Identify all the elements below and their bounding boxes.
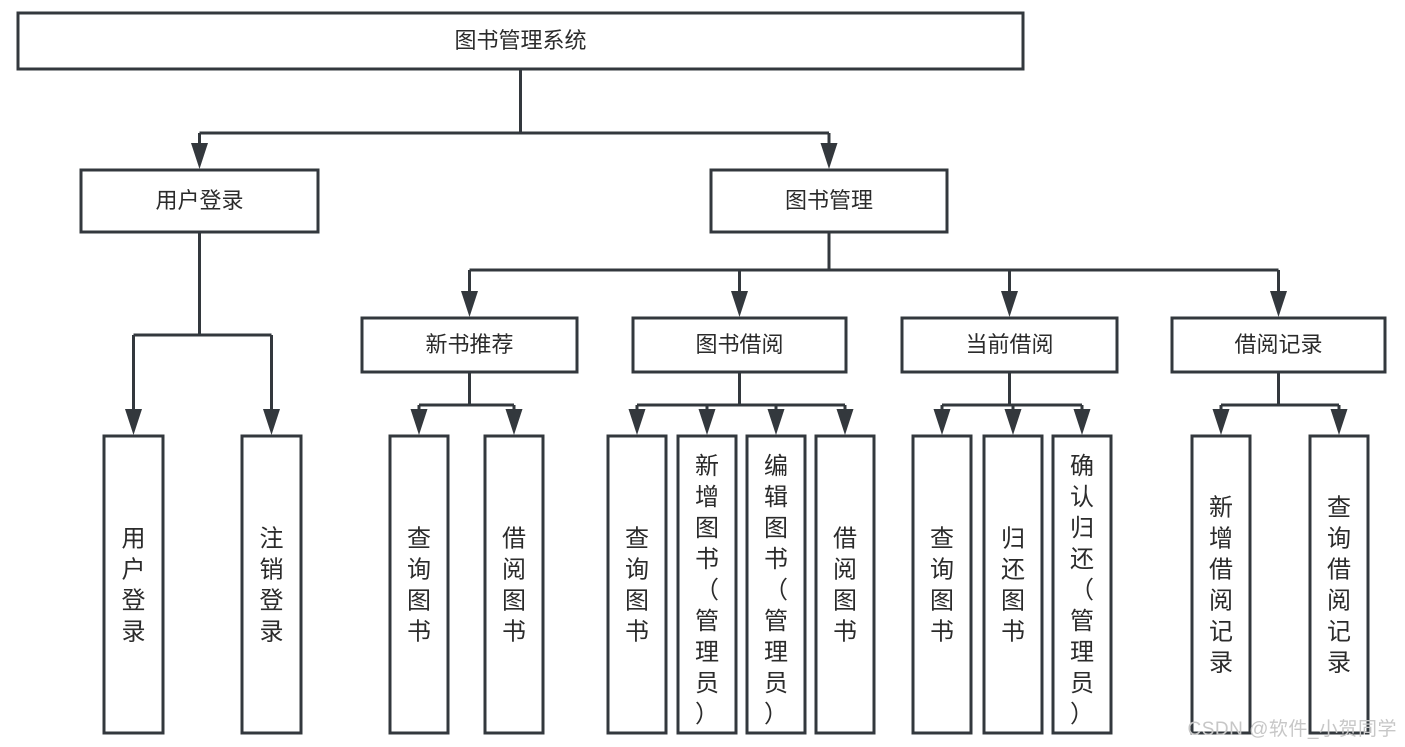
node-leaf-query-book-3[interactable]: 查询图书 — [911, 434, 973, 735]
node-box[interactable] — [1170, 316, 1387, 374]
node-box[interactable] — [483, 434, 545, 735]
arrow-icon — [410, 409, 428, 435]
node-label: 新增借阅记录 — [1209, 495, 1233, 677]
node-box[interactable] — [982, 434, 1044, 735]
node-box[interactable] — [1308, 434, 1370, 735]
node-leaf-borrow-book-2[interactable]: 借阅图书 — [814, 434, 876, 735]
node-leaf-user-login[interactable]: 用户登录 — [102, 434, 165, 735]
node-leaf-add-record[interactable]: 新增借阅记录 — [1190, 434, 1252, 735]
node-leaf-return-book[interactable]: 归还图书 — [982, 434, 1044, 735]
node-box[interactable] — [102, 434, 165, 735]
node-box[interactable] — [745, 434, 807, 735]
node-box[interactable] — [240, 434, 303, 735]
node-new-book-rec[interactable]: 新书推荐 — [360, 316, 579, 374]
node-label: 图书管理系统 — [454, 28, 586, 53]
node-box[interactable] — [631, 316, 848, 374]
arrow-icon — [933, 409, 951, 435]
arrow-icon — [628, 409, 646, 435]
arrow-icon — [1212, 409, 1230, 435]
arrow-icon — [698, 409, 716, 435]
node-box[interactable] — [676, 434, 738, 735]
arrow-icon — [263, 409, 280, 435]
node-label: 查询图书 — [930, 526, 954, 646]
arrow-icon — [505, 409, 523, 435]
arrow-icon — [1330, 409, 1348, 435]
node-label: 确认归还（管理员） — [1070, 453, 1094, 728]
node-box[interactable] — [1051, 434, 1113, 735]
node-box[interactable] — [16, 11, 1025, 71]
node-label: 借阅图书 — [833, 526, 857, 646]
node-label: 图书管理 — [785, 188, 873, 213]
connector-group — [125, 232, 280, 435]
node-label: 当前借阅 — [965, 332, 1053, 357]
arrow-icon — [767, 409, 785, 435]
node-box[interactable] — [900, 316, 1119, 374]
arrow-icon — [836, 409, 854, 435]
arrow-icon — [461, 291, 478, 317]
node-leaf-query-book-1[interactable]: 查询图书 — [388, 434, 450, 735]
connector-group — [191, 69, 838, 169]
node-leaf-edit-book[interactable]: 编辑图书（管理员） — [745, 434, 807, 735]
node-book-mgmt[interactable]: 图书管理 — [709, 168, 949, 234]
node-label: 新书推荐 — [425, 332, 513, 357]
arrow-icon — [191, 143, 208, 169]
node-label: 用户登录 — [155, 188, 243, 213]
node-label: 新增图书（管理员） — [695, 453, 719, 728]
node-label: 图书借阅 — [695, 332, 783, 357]
node-label: 注销登录 — [260, 526, 284, 646]
connector-group — [1212, 372, 1348, 435]
node-label: 归还图书 — [1001, 526, 1025, 646]
arrow-icon — [1073, 409, 1091, 435]
watermark-text: CSDN @软件_小贺同学 — [1187, 719, 1397, 740]
node-leaf-add-book[interactable]: 新增图书（管理员） — [676, 434, 738, 735]
node-root[interactable]: 图书管理系统 — [16, 11, 1025, 71]
node-book-borrow[interactable]: 图书借阅 — [631, 316, 848, 374]
node-label: 查询图书 — [625, 526, 649, 646]
arrow-icon — [1004, 409, 1022, 435]
node-box[interactable] — [388, 434, 450, 735]
node-layer: 图书管理系统用户登录图书管理新书推荐图书借阅当前借阅借阅记录用户登录注销登录查询… — [16, 11, 1387, 735]
node-box[interactable] — [814, 434, 876, 735]
node-box[interactable] — [606, 434, 668, 735]
node-user-login[interactable]: 用户登录 — [79, 168, 320, 234]
node-box[interactable] — [79, 168, 320, 234]
arrow-icon — [1001, 291, 1018, 317]
node-leaf-confirm-return[interactable]: 确认归还（管理员） — [1051, 434, 1113, 735]
node-label: 查询图书 — [407, 526, 431, 646]
node-label: 借阅记录 — [1234, 332, 1322, 357]
node-box[interactable] — [1190, 434, 1252, 735]
node-label: 用户登录 — [122, 526, 146, 646]
node-label: 借阅图书 — [502, 526, 526, 646]
arrow-icon — [820, 143, 838, 169]
node-box[interactable] — [709, 168, 949, 234]
node-leaf-borrow-book-1[interactable]: 借阅图书 — [483, 434, 545, 735]
node-leaf-query-book-2[interactable]: 查询图书 — [606, 434, 668, 735]
connector-group — [410, 372, 523, 435]
node-leaf-logout[interactable]: 注销登录 — [240, 434, 303, 735]
connector-layer — [125, 69, 1348, 435]
node-leaf-query-record[interactable]: 查询借阅记录 — [1308, 434, 1370, 735]
node-current-borrow[interactable]: 当前借阅 — [900, 316, 1119, 374]
node-borrow-record[interactable]: 借阅记录 — [1170, 316, 1387, 374]
node-label: 查询借阅记录 — [1327, 495, 1351, 677]
arrow-icon — [1270, 291, 1287, 317]
connector-group — [933, 372, 1091, 435]
node-label: 编辑图书（管理员） — [764, 453, 788, 728]
node-box[interactable] — [360, 316, 579, 374]
connector-group — [628, 372, 854, 435]
arrow-icon — [125, 409, 142, 435]
connector-group — [461, 232, 1287, 317]
node-box[interactable] — [911, 434, 973, 735]
arrow-icon — [731, 291, 748, 317]
